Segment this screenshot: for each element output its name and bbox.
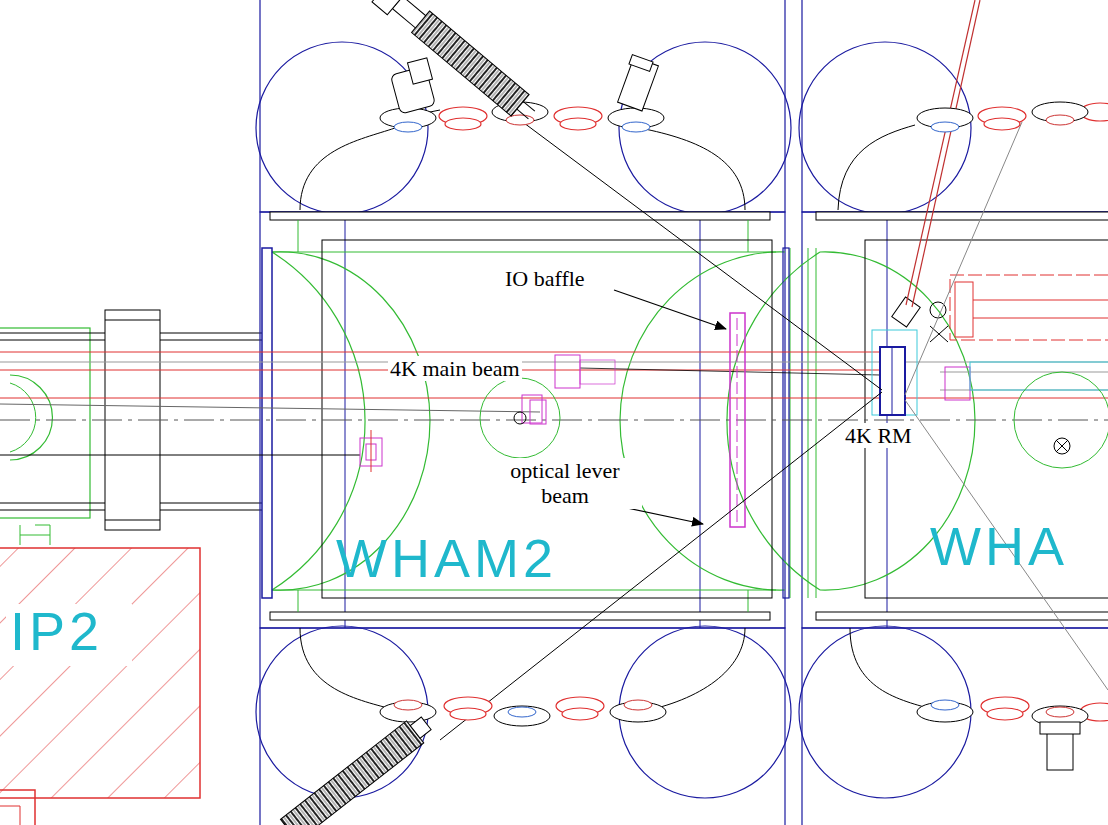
chamber-name: WHA	[930, 515, 1068, 577]
area-name: IP2	[10, 600, 103, 662]
callout-label: 4K main beam	[388, 356, 522, 381]
chamber-name: WHAM2	[336, 527, 557, 589]
callout-label: optical lever beam	[488, 458, 642, 509]
callout-label: IO baffle	[503, 266, 587, 291]
callout-label: 4K RM	[843, 423, 914, 448]
